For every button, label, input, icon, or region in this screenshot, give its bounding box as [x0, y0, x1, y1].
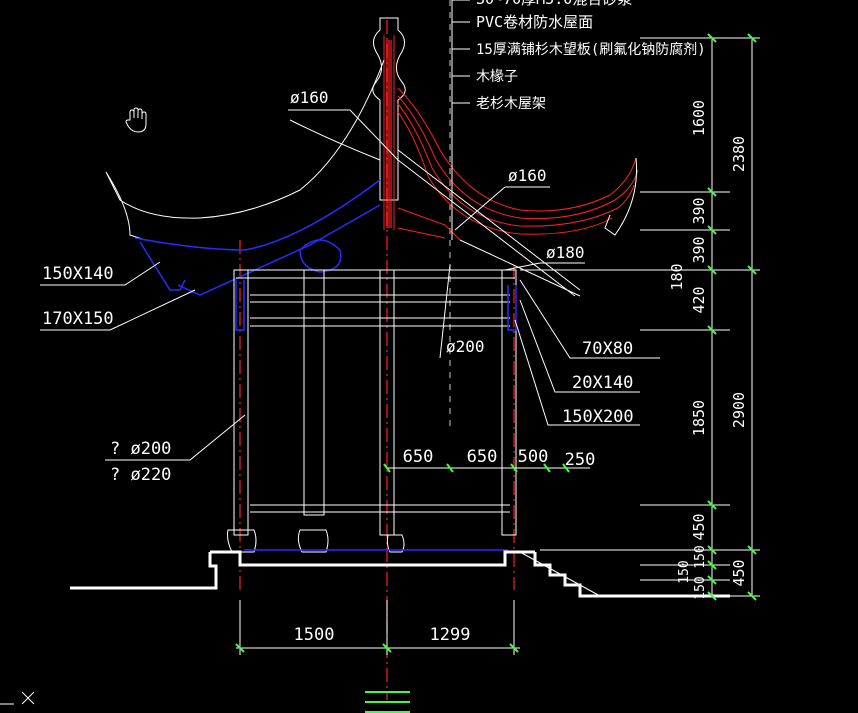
- dia-center: ø200: [446, 337, 485, 356]
- left-inner-post: [303, 269, 325, 516]
- diameter-leaders: [288, 109, 585, 359]
- right-white-rafters: [397, 149, 581, 297]
- center-post-base: [386, 534, 405, 553]
- right-post: [501, 269, 517, 536]
- left-roof-curve: [105, 59, 385, 241]
- right-eave-tip: [604, 157, 638, 236]
- right-roof-base-red: [397, 207, 461, 241]
- bottom-green-marks: [365, 691, 410, 713]
- left-blue-rafter-b: [177, 204, 381, 296]
- dim-h-500: 500: [518, 447, 549, 467]
- dim-v-2900: 2900: [730, 392, 748, 428]
- member-post-b: ? ø220: [110, 465, 171, 485]
- dia-upper-right: ø160: [508, 166, 547, 185]
- dim-h-250: 250: [565, 450, 596, 470]
- pan-hand-icon[interactable]: [125, 107, 147, 133]
- right-dimension-lines: [520, 37, 760, 597]
- member-leaders: [40, 261, 660, 461]
- dim-v-450-outer: 450: [730, 559, 748, 586]
- roof-layer-leaders: [451, 0, 470, 240]
- roof-layer-3: 15厚满铺杉木望板(刷氟化钠防腐剂): [476, 41, 706, 58]
- dim-v-150-c: 150: [693, 576, 708, 599]
- roof-layer-5: 老杉木屋架: [476, 96, 546, 112]
- dim-h-650-a: 650: [403, 447, 434, 467]
- inner-post-base: [297, 529, 329, 553]
- dim-bottom-1500: 1500: [294, 625, 335, 645]
- roof-layer-2: PVC卷材防水屋面: [476, 13, 593, 31]
- left-post-blue-tenon: [235, 280, 245, 331]
- member-bracket: 70X80: [582, 339, 633, 359]
- member-post-a: ? ø200: [110, 439, 171, 459]
- left-blue-rafter-a: [134, 179, 381, 251]
- left-blue-eave-end: [139, 241, 186, 291]
- king-post-red: [383, 35, 395, 230]
- member-purlin: 150X200: [562, 407, 634, 427]
- bottom-dim-line: [235, 600, 520, 655]
- mid-horizontal-dim-line: [383, 463, 590, 473]
- left-ridge-leader: [289, 119, 381, 161]
- left-ground-line: [70, 552, 218, 590]
- dim-v-2380: 2380: [730, 136, 748, 172]
- roof-layer-4: 木椽子: [476, 69, 518, 85]
- platform-outline: [210, 550, 535, 567]
- top-tie-beam: [236, 269, 515, 279]
- dia-right: ø180: [546, 243, 585, 262]
- dim-h-650-b: 650: [467, 447, 498, 467]
- lower-rail: [250, 504, 510, 513]
- roof-layer-1: 30~70厚M5.0混合砂浆: [476, 0, 632, 8]
- left-blue-bracket: [299, 239, 342, 273]
- dim-v-1850: 1850: [690, 400, 708, 436]
- steps-slope: [519, 551, 601, 597]
- dim-v-420: 420: [690, 286, 708, 313]
- dia-upper-left: ø160: [290, 88, 329, 107]
- ucs-axis-icon: [0, 691, 35, 705]
- right-dimension-ticks: [707, 33, 757, 601]
- right-roof-layer-1: [397, 87, 637, 212]
- dim-v-390-a: 390: [690, 197, 708, 224]
- right-roof-layer-4: [397, 111, 613, 235]
- right-roof-layer-3: [397, 103, 635, 227]
- center-post: [379, 269, 395, 536]
- king-post-fill: [386, 40, 392, 228]
- member-tie-beam: 150X140: [42, 264, 114, 284]
- member-eave-beam: 170X150: [42, 309, 114, 329]
- left-post: [233, 269, 249, 536]
- dim-v-180: 180: [668, 263, 686, 290]
- ridge-finial: [372, 17, 406, 201]
- dim-v-1600: 1600: [690, 100, 708, 136]
- dim-v-150-b: 150: [677, 560, 692, 583]
- left-post-base: [227, 529, 257, 553]
- member-rail: 20X140: [572, 373, 633, 393]
- dim-v-150-a: 150: [693, 545, 708, 568]
- dim-bottom-1299: 1299: [430, 625, 471, 645]
- right-post-blue-tenon: [507, 285, 517, 331]
- right-roof-layer-2: [397, 95, 639, 220]
- dim-v-390-b: 390: [690, 236, 708, 263]
- right-steps: [533, 552, 730, 598]
- dim-v-450-inner: 450: [690, 513, 708, 540]
